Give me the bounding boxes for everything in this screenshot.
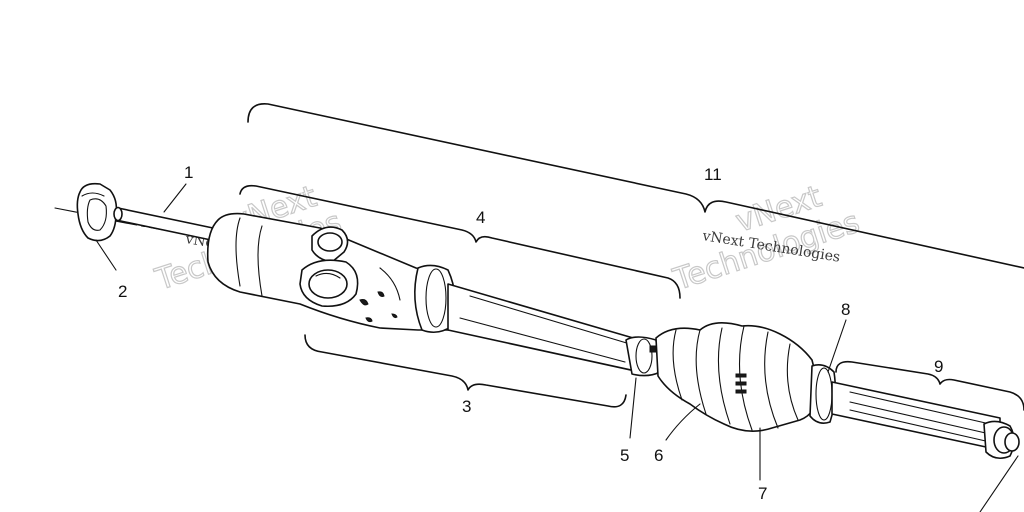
- callout-1: 1: [184, 163, 193, 182]
- bracket-11: [247, 103, 1024, 269]
- callout-8: 8: [841, 300, 850, 319]
- leader-6: [665, 403, 701, 441]
- callout-3: 3: [462, 397, 471, 416]
- callout-7: 7: [758, 484, 767, 503]
- leader-1: [163, 183, 187, 213]
- bracket-3: [304, 334, 627, 408]
- bracket-4: [239, 184, 681, 299]
- bracket-9: [835, 360, 1024, 411]
- part-5-clamp: [625, 336, 661, 377]
- leader-8: [827, 319, 847, 373]
- callout-2: 2: [118, 282, 127, 301]
- leader-10: [979, 455, 1019, 512]
- callout-6: 6: [654, 446, 663, 465]
- part-3-shaft: [447, 283, 641, 373]
- part-4-yoke-housing: [206, 212, 456, 334]
- callout-9: 9: [934, 357, 943, 376]
- callout-labels: 1 2 3 4 5 6 7 8 9 11: [118, 163, 943, 503]
- leader-lines: [95, 183, 1019, 512]
- leader-5: [629, 377, 637, 439]
- part-6-cv-boot: [655, 322, 821, 432]
- leader-2: [95, 239, 117, 271]
- callout-5: 5: [620, 446, 629, 465]
- callout-4: 4: [476, 208, 485, 227]
- callout-11: 11: [704, 165, 722, 184]
- watermark-right: vNext Technologies vNext Technologies: [668, 179, 864, 299]
- part-9-outer-shaft: [831, 381, 1020, 460]
- part-2-seal: [76, 182, 118, 242]
